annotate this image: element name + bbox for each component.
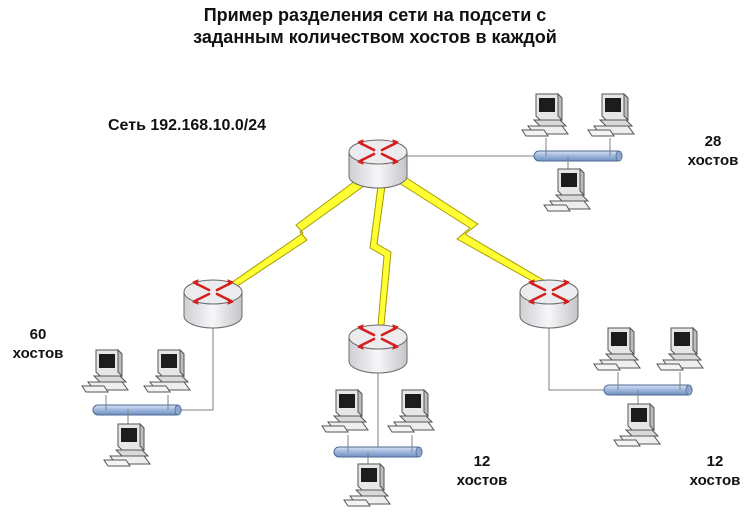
computer-icon: [143, 349, 191, 393]
computer-icon: [103, 423, 151, 467]
subnet-label-60: 60 хостов: [8, 325, 68, 363]
ethernet-bus-12-right: [603, 384, 693, 396]
router-icon: [182, 278, 244, 330]
computer-icon: [543, 168, 591, 212]
ethernet-bus-12-center: [333, 446, 423, 458]
computer-icon: [81, 349, 129, 393]
lightning-link-left: [227, 177, 365, 290]
computer-icon: [521, 93, 569, 137]
computer-icon: [321, 389, 369, 433]
computer-icon: [593, 327, 641, 371]
subnet-label-12-right: 12 хостов: [682, 452, 748, 490]
host-count: 12: [706, 453, 724, 470]
computer-icon: [613, 403, 661, 447]
host-unit: хостов: [12, 345, 64, 362]
cable-left-router-to-bus: [178, 324, 214, 411]
computer-icon: [656, 327, 704, 371]
computer-icon: [587, 93, 635, 137]
cable-right-router-to-bus: [548, 321, 604, 391]
host-unit: хостов: [689, 472, 741, 489]
ethernet-bus-28: [533, 150, 623, 162]
network-label: Сеть 192.168.10.0/24: [108, 117, 267, 134]
host-unit: хостов: [456, 472, 508, 489]
router-icon: [347, 138, 409, 190]
host-count: 12: [473, 453, 491, 470]
subnet-label-28: 28 хостов: [680, 132, 746, 170]
lightning-link-right: [395, 174, 546, 287]
title-line-2: заданным количеством хостов в каждой: [193, 27, 557, 47]
host-count: 28: [704, 133, 722, 150]
host-count: 60: [29, 326, 47, 343]
host-drops: [105, 138, 681, 466]
subnet-label-12-center: 12 хостов: [448, 452, 516, 490]
computer-icon: [343, 463, 391, 507]
router-icon: [518, 278, 580, 330]
diagram-title: Пример разделения сети на подсети с зада…: [0, 4, 750, 48]
lightning-link-center: [369, 185, 392, 326]
host-unit: хостов: [687, 152, 739, 169]
computer-icon: [387, 389, 435, 433]
router-icon: [347, 323, 409, 375]
wan-links: [227, 174, 546, 326]
title-line-1: Пример разделения сети на подсети с: [203, 5, 547, 25]
